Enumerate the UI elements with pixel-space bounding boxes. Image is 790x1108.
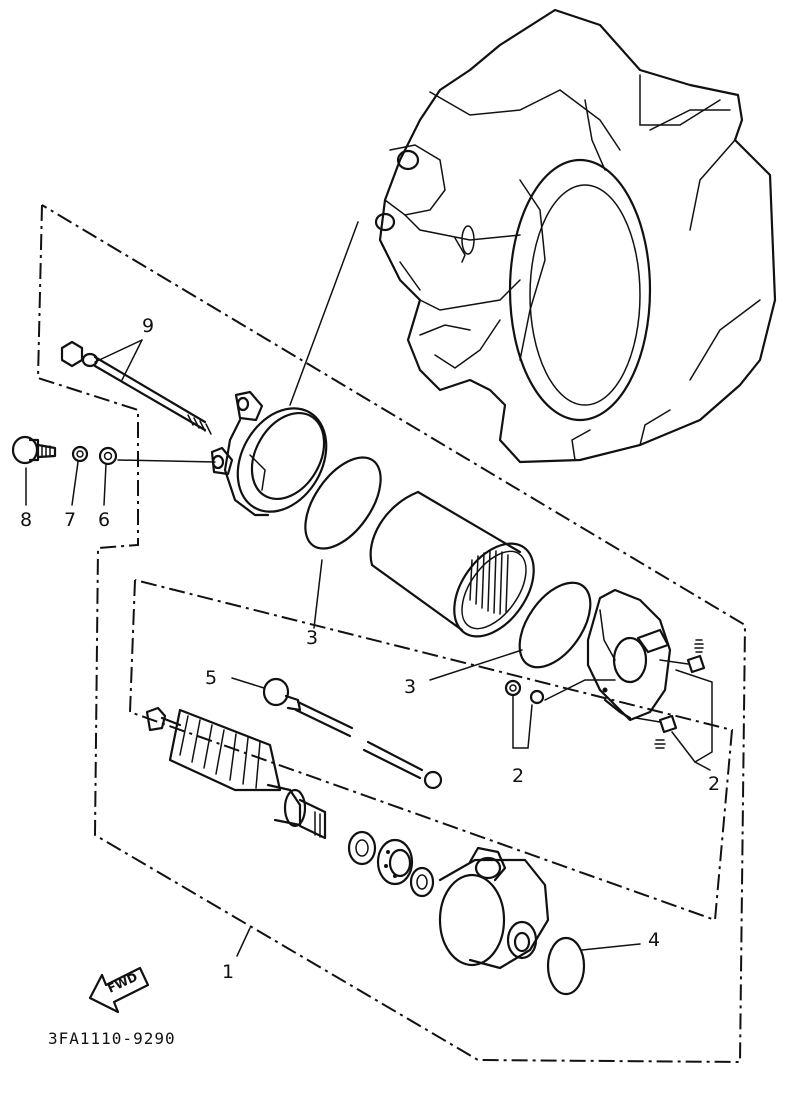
brush-washer <box>529 689 545 705</box>
part-code: 3FA1110-9290 <box>48 1029 176 1048</box>
brush-holder <box>586 588 672 722</box>
thrust-washer-b-hole <box>416 874 428 890</box>
callout-3-front: 3 <box>306 627 318 649</box>
callout-8: 7 <box>64 509 76 531</box>
callout-7: 8 <box>20 509 32 531</box>
callout-1: 1 <box>222 961 234 983</box>
leader-lines <box>25 221 713 957</box>
callout-9: 6 <box>98 509 110 531</box>
armature-group-boundary <box>128 579 734 922</box>
fwd-direction-icon: FWD <box>88 966 150 1014</box>
callout-6: 5 <box>205 667 217 689</box>
brush-upper <box>659 639 706 674</box>
front-cover <box>210 390 328 517</box>
crankcase-outline <box>374 8 777 464</box>
outer-assembly-boundary <box>36 204 747 1064</box>
short-bolt <box>11 435 57 465</box>
o-ring-front <box>304 456 382 550</box>
thrust-washer-b <box>409 866 435 898</box>
push-rod <box>262 677 443 790</box>
callout-5: 9 <box>142 315 154 337</box>
bearing <box>376 838 414 886</box>
callout-4: 4 <box>648 929 660 951</box>
long-through-bolt <box>60 340 212 435</box>
thrust-washer-a <box>347 830 377 866</box>
callout-2-brush: 2 <box>708 773 720 795</box>
flat-washer <box>98 446 118 466</box>
yoke-housing <box>369 490 535 638</box>
callout-2-screw: 2 <box>512 765 524 787</box>
callout-3-rear: 3 <box>404 676 416 698</box>
o-ring-rear <box>518 581 592 669</box>
brush-screw <box>504 679 522 697</box>
brush-lower <box>635 714 678 749</box>
rear-cover <box>438 846 550 970</box>
o-ring-end <box>546 936 586 996</box>
thrust-washer-a-hole <box>355 839 369 857</box>
lock-washer <box>71 445 89 463</box>
armature <box>145 706 327 840</box>
